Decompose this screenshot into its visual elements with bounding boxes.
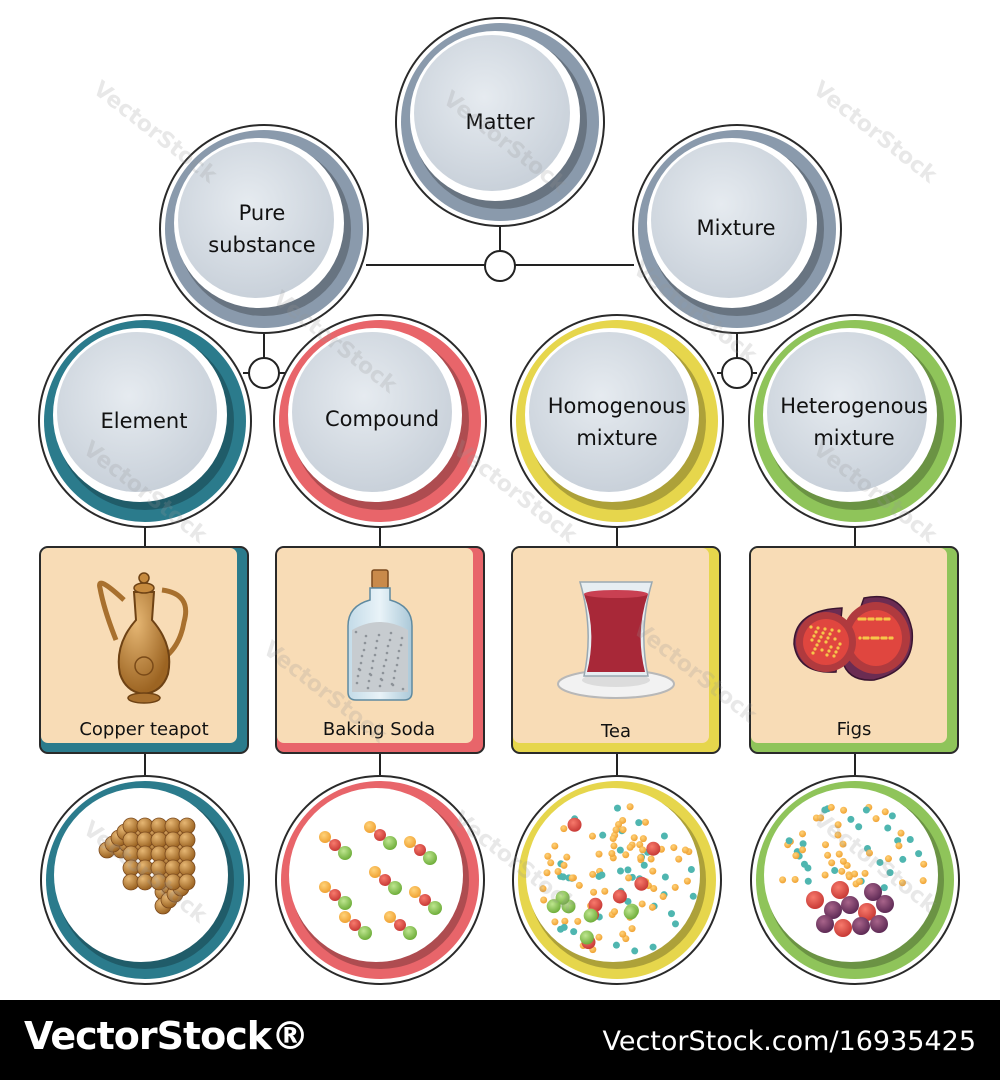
diagram-canvas: Matter Pure substance Mixture Element Co… <box>38 17 962 985</box>
node-heterogenous <box>748 314 962 528</box>
node-homogenous <box>510 314 724 528</box>
particles <box>319 821 442 940</box>
particles <box>779 803 928 937</box>
figs-icon <box>793 596 914 681</box>
tea-glass-icon <box>557 581 675 699</box>
matter-classification-diagram <box>38 17 962 985</box>
particle-model-circle <box>275 775 485 985</box>
brand-logo: VectorStock® <box>24 1014 309 1058</box>
example-card <box>39 546 249 754</box>
example-caption-baking-soda: Baking Soda <box>322 719 436 740</box>
particle-model-circle <box>750 775 960 985</box>
particle-model-circle <box>40 775 250 985</box>
copper-teapot-icon <box>97 572 189 704</box>
baking-soda-bottle-icon <box>347 569 413 701</box>
node-pure-substance <box>159 124 369 334</box>
footer-bar: VectorStock® VectorStock.com/16935425 <box>0 1000 1000 1080</box>
junction-dot <box>248 357 280 389</box>
image-reference: VectorStock.com/16935425 <box>602 1026 976 1057</box>
example-caption-figs: Figs <box>836 719 872 740</box>
example-caption-tea: Tea <box>600 721 632 742</box>
particle-model-circle <box>512 775 722 985</box>
example-card <box>511 546 721 754</box>
node-matter <box>395 17 605 227</box>
node-mixture <box>632 124 842 334</box>
node-compound <box>273 314 487 528</box>
example-card <box>749 546 959 754</box>
node-element <box>38 314 252 528</box>
junction-dot <box>721 357 753 389</box>
junction-dots <box>248 250 753 389</box>
particles <box>98 817 196 915</box>
example-caption-copper-teapot: Copper teapot <box>79 719 209 740</box>
example-card <box>275 546 485 754</box>
particles <box>539 803 697 955</box>
junction-dot <box>484 250 516 282</box>
